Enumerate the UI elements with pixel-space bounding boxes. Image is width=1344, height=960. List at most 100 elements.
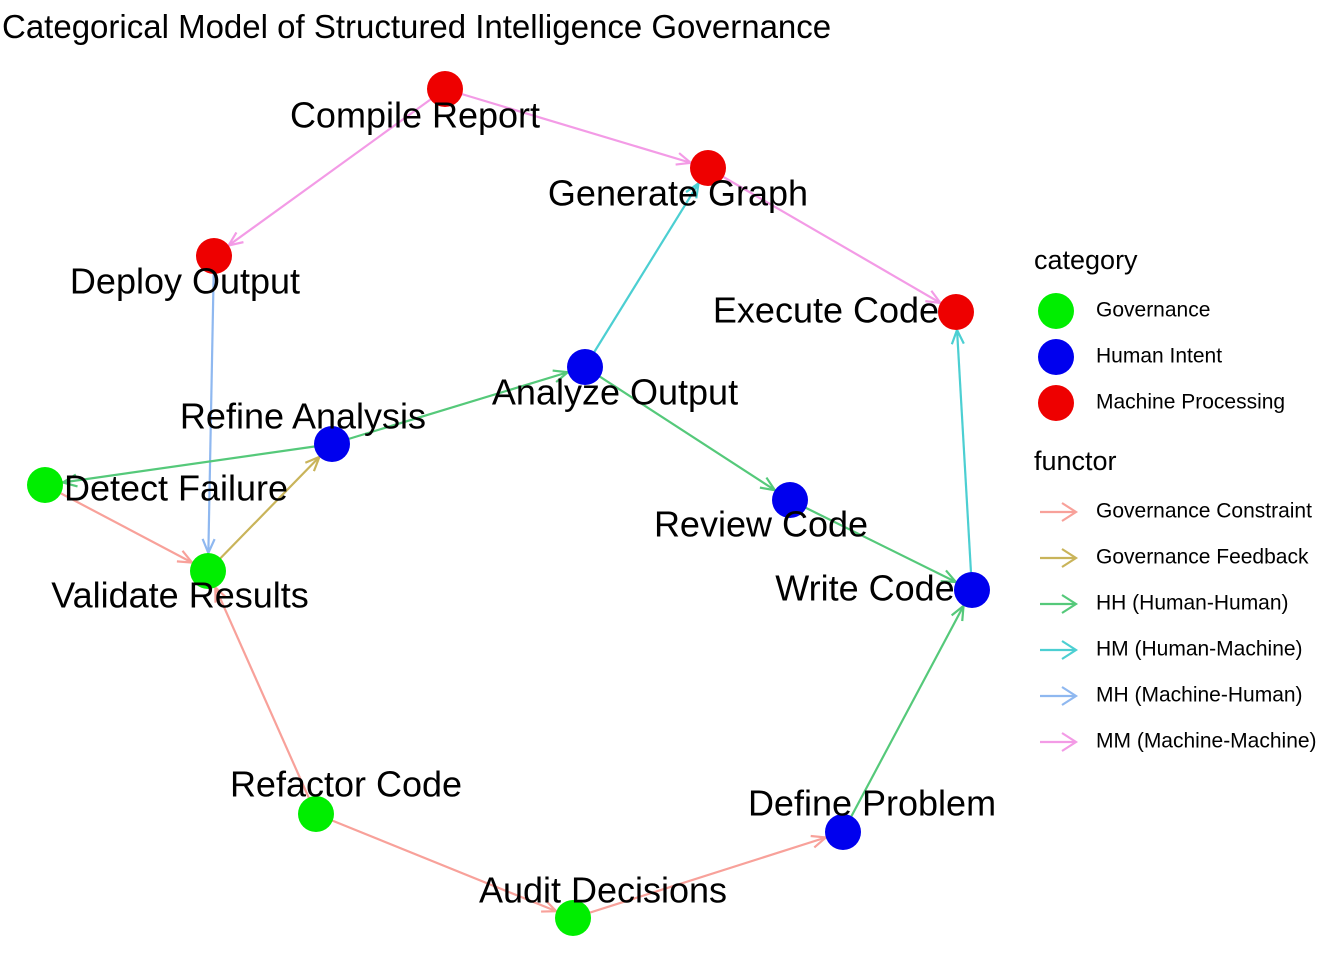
edge-arrowhead-icon [759, 476, 778, 492]
edge-line [213, 88, 446, 257]
edge-line [315, 812, 574, 920]
node-label-review_code: Review Code [654, 504, 868, 545]
node-detect_failure [27, 467, 63, 503]
node-refactor_code [298, 796, 334, 832]
legend-label-mm: MM (Machine-Machine) [1096, 730, 1317, 753]
edge-refine_analysis-to-analyze_output [331, 365, 586, 446]
legend-key-gov [1038, 293, 1074, 329]
edge-deploy_output-to-validate_results [201, 255, 216, 572]
edge-compile_report-to-deploy_output [213, 88, 446, 257]
edge-line [44, 442, 333, 487]
chart-title: Categorical Model of Structured Intellig… [2, 8, 832, 45]
edge-refine_analysis-to-detect_failure [44, 442, 333, 488]
edge-arrowhead-icon [201, 538, 216, 556]
node-label-generate_graph: Generate Graph [548, 173, 808, 214]
legend-key-hm [1040, 640, 1079, 660]
edge-audit_decisions-to-define_problem [572, 830, 844, 920]
edge-refactor_code-to-audit_decisions [315, 812, 574, 920]
legend-label-gc: Governance Constraint [1096, 500, 1312, 523]
edge-line [842, 589, 973, 833]
edge-line [206, 255, 216, 572]
edge-arrowhead-icon [541, 899, 559, 913]
node-label-refactor_code: Refactor Code [230, 764, 462, 805]
node-label-validate_results: Validate Results [51, 575, 308, 616]
edge-arrowhead-icon [60, 473, 78, 488]
node-label-audit_decisions: Audit Decisions [479, 870, 727, 911]
node-audit_decisions [555, 900, 591, 936]
legend-key-machine [1038, 385, 1074, 421]
legend-label-human: Human Intent [1096, 345, 1222, 368]
legend-category-title: category [1034, 245, 1138, 275]
legend-key-gf [1040, 548, 1079, 568]
legend-arrow-icon [1061, 640, 1079, 660]
node-write_code [954, 572, 990, 608]
edge-arrowhead-icon [675, 152, 694, 166]
edge-compile_report-to-generate_graph [444, 87, 709, 170]
node-execute_code [938, 294, 974, 330]
legend-label-hm: HM (Human-Machine) [1096, 638, 1303, 661]
edges-layer [44, 87, 974, 920]
edge-line [331, 365, 586, 446]
node-label-write_code: Write Code [775, 568, 954, 609]
legend-label-machine: Machine Processing [1096, 391, 1285, 414]
legend-arrow-icon [1061, 686, 1079, 706]
nodes-layer [27, 71, 990, 936]
edge-line [707, 167, 957, 313]
edge-arrowhead-icon [940, 569, 959, 584]
node-deploy_output [196, 238, 232, 274]
edge-arrowhead-icon [925, 290, 943, 305]
node-label-analyze_output: Analyze Output [492, 372, 738, 413]
edge-line [444, 87, 709, 170]
edge-generate_graph-to-execute_code [707, 167, 957, 313]
legend-key-mh [1040, 686, 1079, 706]
edge-line [572, 830, 844, 920]
node-refine_analysis [314, 426, 350, 462]
edge-arrowhead-icon [950, 327, 965, 345]
edge-arrowhead-icon [552, 369, 571, 383]
node-define_problem [825, 814, 861, 850]
node-label-execute_code: Execute Code [713, 290, 939, 331]
legend-arrow-icon [1061, 548, 1079, 568]
edge-analyze_output-to-review_code [584, 366, 791, 501]
node-label-compile_report: Compile Report [290, 95, 540, 136]
node-label-detect_failure: Detect Failure [64, 468, 288, 509]
legend-label-mh: MH (Machine-Human) [1096, 684, 1303, 707]
edge-line [207, 443, 333, 572]
legend-functor-title: functor [1034, 446, 1117, 476]
legend-label-gov: Governance [1096, 299, 1210, 322]
legend-key-mm [1040, 732, 1079, 752]
node-analyze_output [567, 349, 603, 385]
legend-label-gf: Governance Feedback [1096, 546, 1309, 569]
edge-analyze_output-to-generate_graph [584, 167, 709, 368]
edge-arrowhead-icon [810, 834, 829, 849]
edge-line [789, 499, 973, 591]
node-label-refine_analysis: Refine Analysis [180, 396, 426, 437]
legend-arrow-icon [1061, 594, 1079, 614]
edge-line [584, 167, 709, 368]
edge-arrowhead-icon [226, 231, 244, 248]
node-validate_results [190, 553, 226, 589]
edge-line [584, 366, 791, 501]
edge-review_code-to-write_code [789, 499, 973, 591]
legend-arrow-icon [1061, 732, 1079, 752]
node-generate_graph [690, 150, 726, 186]
node-label-define_problem: Define Problem [748, 783, 996, 824]
edge-line [206, 570, 318, 815]
legend-key-human [1038, 339, 1074, 375]
legend-arrow-icon [1061, 502, 1079, 522]
node-label-deploy_output: Deploy Output [70, 261, 300, 302]
edge-arrowhead-icon [685, 180, 701, 199]
node-review_code [772, 482, 808, 518]
legend-key-hh [1040, 594, 1079, 614]
edge-line [44, 484, 209, 572]
node-compile_report [427, 71, 463, 107]
legend-label-hh: HH (Human-Human) [1096, 592, 1289, 615]
edge-write_code-to-execute_code [950, 311, 974, 591]
legend-key-gc [1040, 502, 1079, 522]
edge-line [954, 311, 974, 591]
